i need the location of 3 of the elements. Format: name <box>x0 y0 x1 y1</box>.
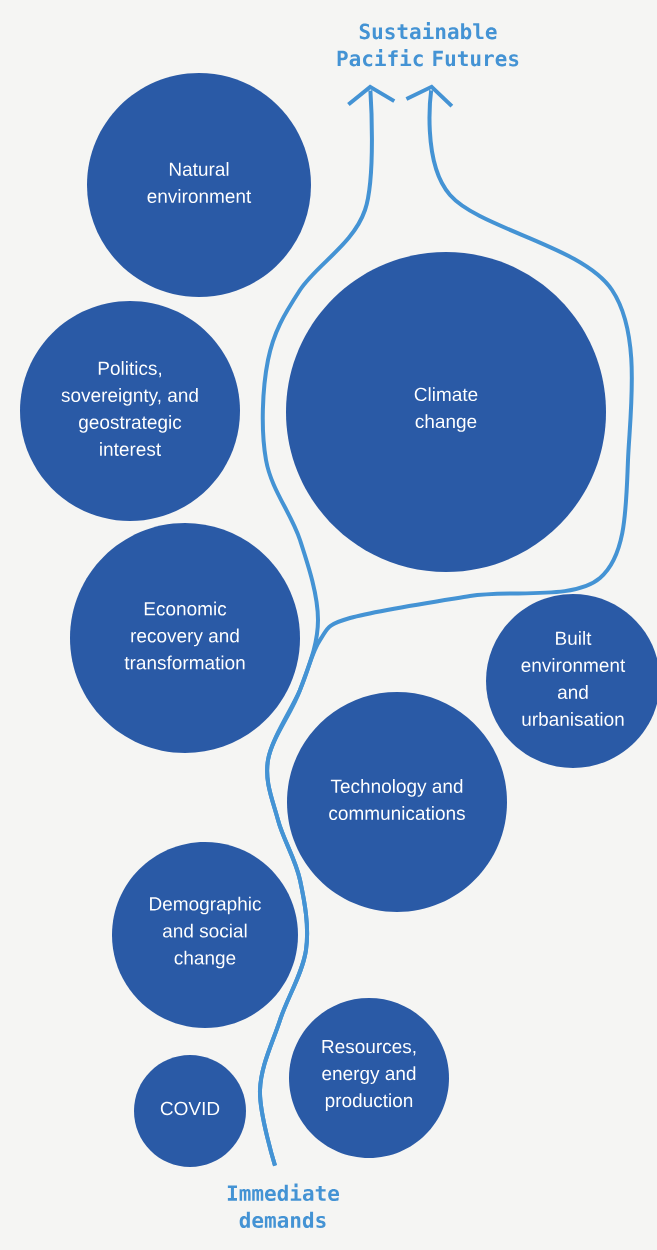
heading: Immediate demands <box>227 1183 339 1228</box>
heading: Sustainable Pacific Futures <box>337 22 519 67</box>
arrow <box>258 84 634 1167</box>
